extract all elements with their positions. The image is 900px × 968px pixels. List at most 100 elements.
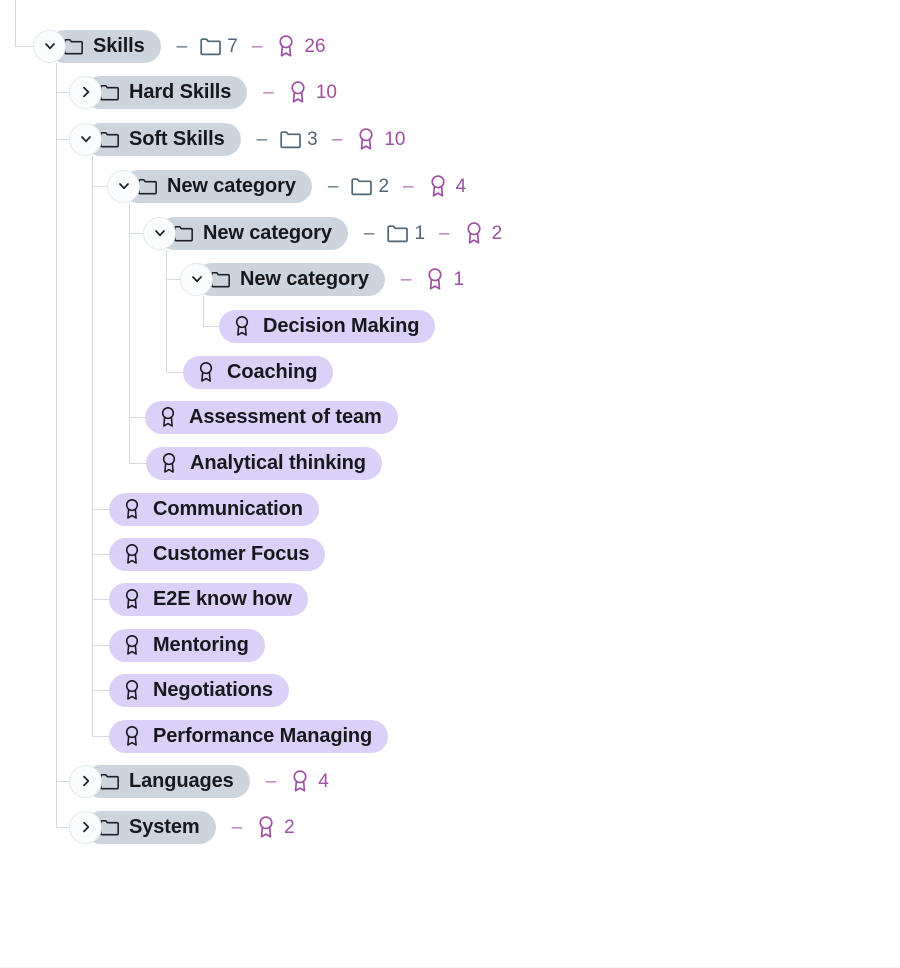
node-pill-system[interactable]: System bbox=[84, 810, 216, 844]
chevron-down-icon[interactable] bbox=[33, 29, 66, 63]
award-count-group: –4 bbox=[403, 173, 466, 199]
award-count-icon bbox=[461, 220, 487, 246]
tree-node-hard-skills[interactable]: Hard Skills –10 bbox=[69, 74, 337, 110]
tree-node-e2e-know-how[interactable]: E2E know how bbox=[109, 581, 308, 617]
node-pill-new-category-2[interactable]: New category bbox=[158, 216, 348, 250]
tree-node-mentoring[interactable]: Mentoring bbox=[109, 627, 265, 663]
node-label: Assessment of team bbox=[189, 406, 382, 428]
tree-node-skills[interactable]: Skills–7–26 bbox=[33, 28, 326, 64]
node-pill-languages[interactable]: Languages bbox=[84, 764, 250, 798]
award-count-value: 4 bbox=[455, 175, 467, 197]
folder-count-separator: – bbox=[363, 222, 375, 244]
award-count-value: 4 bbox=[318, 770, 329, 792]
chevron-down-icon[interactable] bbox=[107, 169, 140, 203]
folder-count-icon bbox=[385, 221, 409, 245]
award-count-value: 10 bbox=[384, 128, 406, 150]
award-count-group: –4 bbox=[266, 768, 329, 794]
node-pill-communication[interactable]: Communication bbox=[109, 492, 319, 526]
chevron-down-icon[interactable] bbox=[143, 216, 176, 250]
node-pill-assessment-of-team[interactable]: Assessment of team bbox=[145, 400, 398, 434]
root-connector-vline bbox=[15, 0, 16, 46]
node-pill-new-category-3[interactable]: New category bbox=[195, 262, 385, 296]
award-count-value: 1 bbox=[453, 268, 465, 290]
chevron-down-icon[interactable] bbox=[69, 122, 102, 156]
node-pill-decision-making[interactable]: Decision Making bbox=[219, 309, 436, 343]
folder-count-separator: – bbox=[176, 35, 188, 57]
node-counts: –7–26 bbox=[177, 33, 326, 59]
award-icon bbox=[120, 633, 144, 657]
tree-node-performance-managing[interactable]: Performance Managing bbox=[109, 718, 389, 754]
tree-node-analytical-thinking[interactable]: Analytical thinking bbox=[146, 445, 382, 481]
folder-count-group: –1 bbox=[364, 221, 425, 245]
folder-icon bbox=[62, 35, 84, 57]
chevron-right-icon[interactable] bbox=[69, 75, 102, 109]
folder-count-separator: – bbox=[256, 128, 268, 150]
award-icon bbox=[120, 497, 144, 521]
award-count-separator: – bbox=[439, 222, 450, 244]
folder-count-icon bbox=[278, 127, 302, 151]
award-count-icon bbox=[353, 126, 379, 152]
node-pill-e2e-know-how[interactable]: E2E know how bbox=[109, 582, 308, 616]
tree-node-assessment-of-team[interactable]: Assessment of team bbox=[145, 399, 398, 435]
award-count-group: –10 bbox=[263, 79, 337, 105]
award-count-separator: – bbox=[263, 81, 274, 103]
node-label: Languages bbox=[129, 770, 234, 792]
trunk-soft-skills bbox=[92, 156, 93, 736]
tree-node-new-category-1[interactable]: New category–2–4 bbox=[107, 168, 466, 204]
award-count-group: –10 bbox=[332, 126, 406, 152]
award-icon bbox=[120, 678, 144, 702]
award-count-icon bbox=[253, 814, 279, 840]
chevron-right-icon[interactable] bbox=[69, 810, 102, 844]
node-pill-performance-managing[interactable]: Performance Managing bbox=[109, 719, 389, 753]
tree-node-coaching[interactable]: Coaching bbox=[183, 354, 334, 390]
node-label: Communication bbox=[153, 498, 303, 520]
node-counts: –1 –2 bbox=[364, 220, 502, 246]
folder-count-group: –7 bbox=[177, 34, 238, 58]
award-count-icon bbox=[287, 768, 313, 794]
node-pill-customer-focus[interactable]: Customer Focus bbox=[109, 537, 326, 571]
award-count-icon bbox=[425, 173, 451, 199]
award-count-group: –26 bbox=[252, 33, 326, 59]
node-label: Skills bbox=[93, 35, 145, 57]
node-label: System bbox=[129, 816, 200, 838]
node-label: Mentoring bbox=[153, 634, 249, 656]
folder-icon bbox=[98, 770, 120, 792]
tree-node-soft-skills[interactable]: Soft Skills–3–10 bbox=[69, 121, 405, 157]
trunk-new-category-1 bbox=[129, 203, 130, 463]
tree-node-new-category-2[interactable]: New category –1 –2 bbox=[143, 215, 502, 251]
award-count-icon bbox=[285, 79, 311, 105]
chevron-right-icon[interactable] bbox=[69, 764, 102, 798]
node-pill-new-category-1[interactable]: New category bbox=[122, 169, 312, 203]
node-label: Negotiations bbox=[153, 679, 273, 701]
node-pill-hard-skills[interactable]: Hard Skills bbox=[84, 75, 248, 109]
node-pill-skills[interactable]: Skills bbox=[48, 29, 161, 63]
node-counts: –2–4 bbox=[328, 173, 466, 199]
tree-node-communication[interactable]: Communication bbox=[109, 491, 319, 527]
folder-count-icon bbox=[349, 174, 373, 198]
folder-icon bbox=[98, 816, 120, 838]
tree-node-customer-focus[interactable]: Customer Focus bbox=[109, 536, 326, 572]
node-pill-coaching[interactable]: Coaching bbox=[183, 355, 334, 389]
node-pill-analytical-thinking[interactable]: Analytical thinking bbox=[146, 446, 382, 480]
node-pill-soft-skills[interactable]: Soft Skills bbox=[84, 122, 241, 156]
node-pill-negotiations[interactable]: Negotiations bbox=[109, 673, 289, 707]
node-label: New category bbox=[203, 222, 332, 244]
tree-node-system[interactable]: System–2 bbox=[69, 809, 295, 845]
chevron-down-icon[interactable] bbox=[180, 262, 213, 296]
node-pill-mentoring[interactable]: Mentoring bbox=[109, 628, 265, 662]
award-count-group: –2 bbox=[439, 220, 502, 246]
folder-icon bbox=[136, 175, 158, 197]
award-count-separator: – bbox=[403, 175, 414, 197]
award-icon bbox=[230, 314, 254, 338]
award-icon bbox=[120, 542, 144, 566]
node-label: New category bbox=[167, 175, 296, 197]
tree-node-decision-making[interactable]: Decision Making bbox=[219, 308, 436, 344]
tree-node-languages[interactable]: Languages –4 bbox=[69, 763, 329, 799]
tree-node-negotiations[interactable]: Negotiations bbox=[109, 672, 289, 708]
node-label: New category bbox=[240, 268, 369, 290]
award-icon bbox=[194, 360, 218, 384]
award-icon bbox=[120, 587, 144, 611]
award-count-value: 26 bbox=[304, 35, 326, 57]
tree-node-new-category-3[interactable]: New category–1 bbox=[180, 261, 464, 297]
node-label: Decision Making bbox=[263, 315, 420, 337]
